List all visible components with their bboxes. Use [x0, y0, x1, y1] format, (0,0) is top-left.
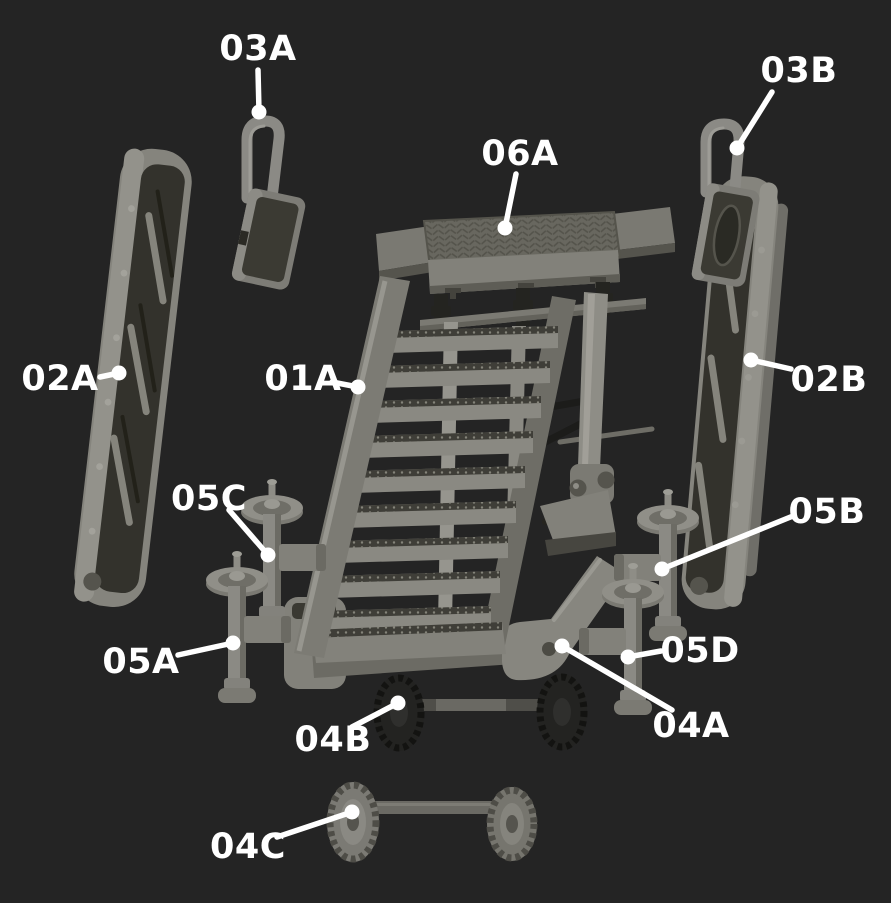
chassis-right-arm — [501, 556, 625, 681]
leader-line-04c — [274, 809, 355, 840]
part-label-05d: 05D — [660, 631, 739, 671]
part-stabilizer-jack-front-left — [206, 551, 291, 703]
part-right-platform-gate — [691, 118, 760, 287]
part-stabilizer-jack-front-right — [579, 563, 664, 715]
part-wheel-axle-gray — [326, 781, 538, 863]
part-label-02b: 02B — [791, 360, 868, 400]
jack-bracket — [614, 554, 661, 581]
treads — [319, 326, 558, 631]
jack-bracket — [579, 628, 626, 655]
gate-handle — [241, 115, 285, 204]
part-stabilizer-jack-rear-right — [614, 489, 699, 641]
gate-handle — [700, 118, 745, 198]
part-label-05a: 05A — [102, 642, 179, 682]
leader-line-05b — [659, 513, 796, 572]
part-left-platform-gate — [231, 115, 306, 290]
part-label-03b: 03B — [761, 51, 838, 91]
leader-line-04b — [349, 700, 401, 730]
part-label-04c: 04C — [210, 827, 286, 867]
leader-lines — [97, 67, 796, 840]
part-labels: 03A 03B 06A 02A 01A 02B 05C 05B 05A 05D … — [21, 29, 867, 867]
leader-line-05a — [175, 640, 236, 658]
part-label-05c: 05C — [171, 479, 247, 519]
rivets — [88, 205, 135, 535]
right-stringer — [480, 296, 576, 650]
leader-line-04a — [559, 643, 675, 713]
leader-line-05c — [226, 507, 271, 558]
jack-bracket — [279, 544, 326, 571]
part-label-01a: 01A — [264, 359, 341, 399]
wheel — [326, 781, 380, 863]
part-label-05b: 05B — [789, 492, 866, 532]
part-label-04b: 04B — [295, 720, 372, 760]
bottom-step — [312, 622, 506, 663]
leader-line-06a — [502, 171, 519, 231]
part-label-02a: 02A — [21, 359, 98, 399]
jack-bracket — [244, 616, 291, 643]
wheel — [486, 786, 538, 862]
leader-line-03b — [734, 89, 775, 151]
part-right-side-rail-panel — [681, 176, 789, 610]
part-label-06a: 06A — [481, 134, 558, 174]
wheel — [536, 673, 588, 751]
rivets — [731, 246, 765, 509]
part-label-03a: 03A — [219, 29, 296, 69]
part-label-04a: 04A — [652, 706, 729, 746]
